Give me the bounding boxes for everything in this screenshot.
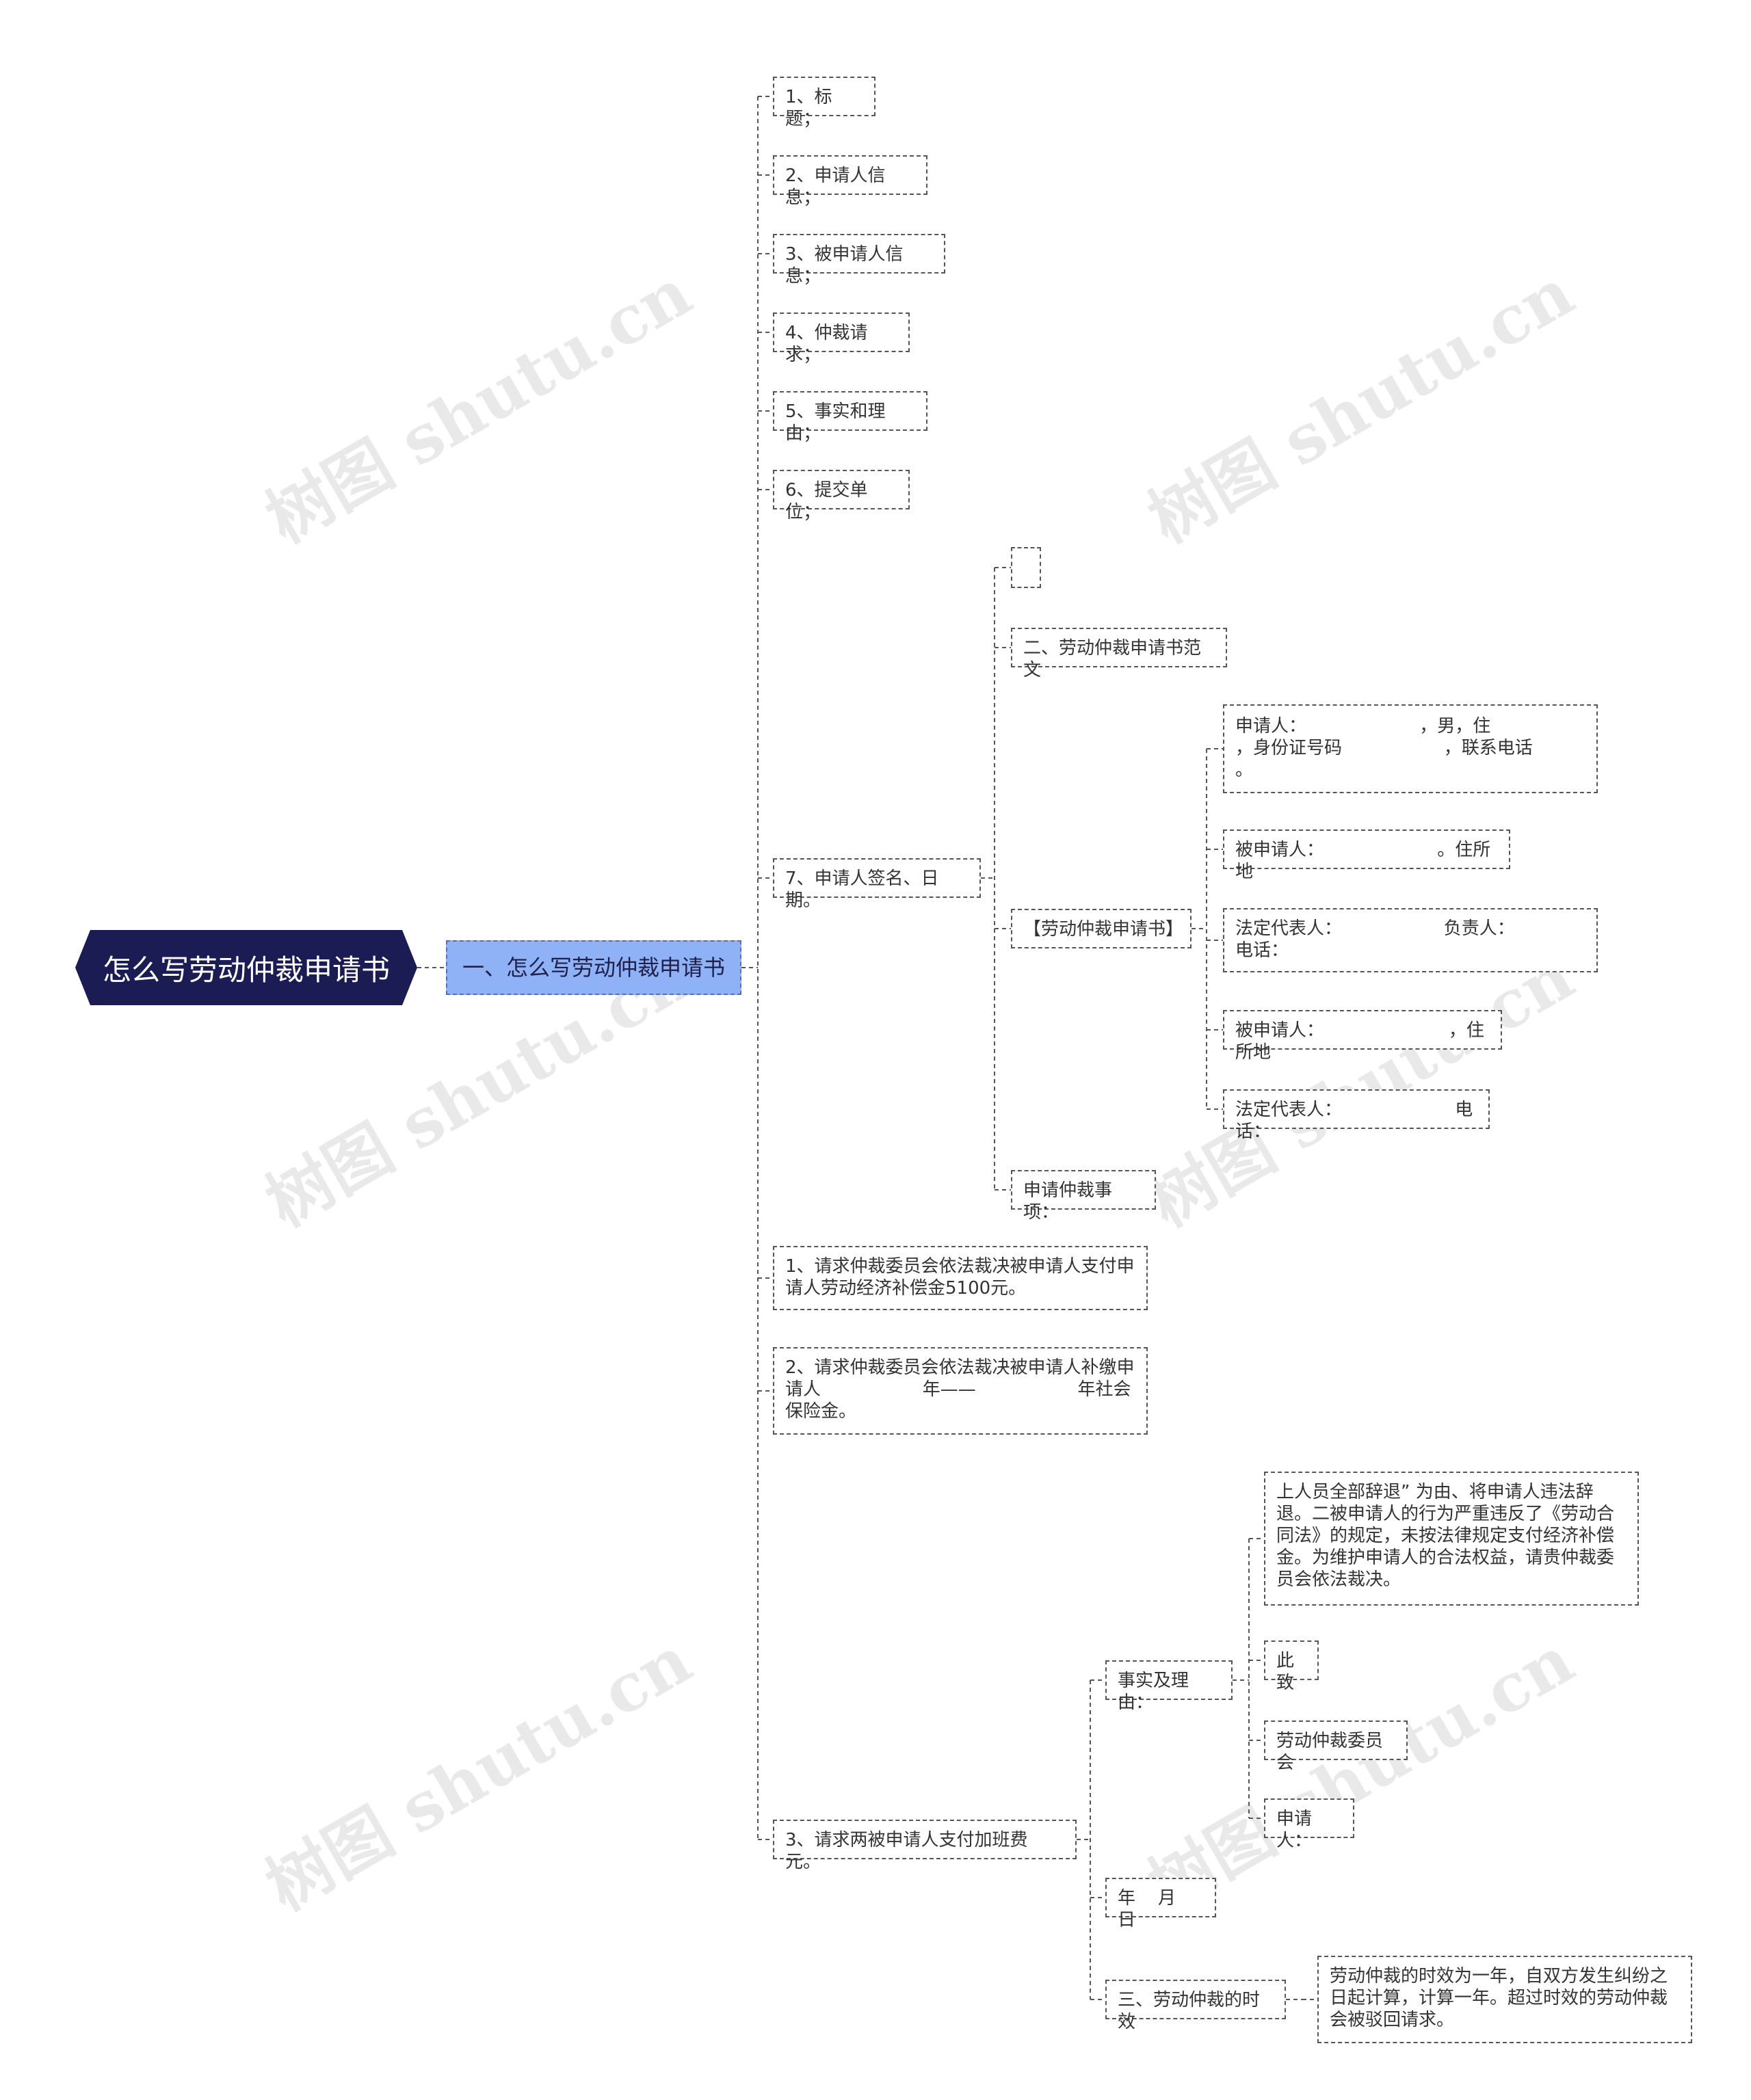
request-node-overtime[interactable]: 3、请求两被申请人支付加班费 元。	[773, 1820, 1077, 1872]
step-node-respondent[interactable]: 3、被申请人信息；	[773, 234, 945, 287]
limitation-detail-node[interactable]: 劳动仲裁的时效为一年，自双方发生纠纷之日起计算，计算一年。超过时效的劳动仲裁会被…	[1317, 1956, 1692, 2043]
book-title-node[interactable]: 【劳动仲裁申请书】	[1011, 909, 1192, 948]
committee-node[interactable]: 劳动仲裁委员会	[1264, 1720, 1408, 1773]
step-node-title[interactable]: 1、标题；	[773, 77, 876, 129]
step-node-applicant[interactable]: 2、申请人信息；	[773, 155, 927, 208]
salutation-node[interactable]: 此致	[1264, 1640, 1319, 1693]
legal-rep-node-2[interactable]: 法定代表人： 电话：	[1223, 1089, 1490, 1142]
empty-node[interactable]	[1011, 547, 1041, 588]
step-node-sign[interactable]: 7、申请人签名、日期。	[773, 858, 981, 911]
applicant-info-node[interactable]: 申请人： ，男，住 ，身份证号码 ，联系电话 。	[1223, 704, 1598, 793]
sample-title-node[interactable]: 二、劳动仲裁申请书范文	[1011, 628, 1227, 680]
root-node[interactable]: 怎么写劳动仲裁申请书	[75, 930, 417, 1005]
step-node-facts[interactable]: 5、事实和理由；	[773, 391, 927, 444]
respondent-info-node[interactable]: 被申请人： 。住所地	[1223, 829, 1510, 882]
facts-reasons-node[interactable]: 事实及理由：	[1105, 1660, 1233, 1713]
date-node[interactable]: 年 月 日	[1105, 1878, 1216, 1930]
limitation-title-node[interactable]: 三、劳动仲裁的时效	[1105, 1980, 1286, 2032]
step-node-request[interactable]: 4、仲裁请求；	[773, 313, 910, 365]
request-items-node[interactable]: 申请仲裁事项：	[1011, 1170, 1156, 1223]
main-topic-node[interactable]: 一、怎么写劳动仲裁申请书	[446, 940, 741, 995]
facts-detail-node[interactable]: 上人员全部辞退” 为由、将申请人违法辞退。二被申请人的行为严重违反了《劳动合同法…	[1264, 1472, 1639, 1606]
applicant-sign-node[interactable]: 申请人：	[1264, 1798, 1354, 1851]
step-node-submit[interactable]: 6、提交单位；	[773, 470, 910, 522]
request-node-insurance[interactable]: 2、请求仲裁委员会依法裁决被申请人补缴申请人 年—— 年社会保险金。	[773, 1347, 1148, 1435]
request-node-compensation[interactable]: 1、请求仲裁委员会依法裁决被申请人支付申请人劳动经济补偿金5100元。	[773, 1246, 1148, 1310]
legal-rep-node[interactable]: 法定代表人： 负责人： 电话：	[1223, 908, 1598, 972]
respondent-info-node-2[interactable]: 被申请人： ，住所地	[1223, 1010, 1502, 1063]
